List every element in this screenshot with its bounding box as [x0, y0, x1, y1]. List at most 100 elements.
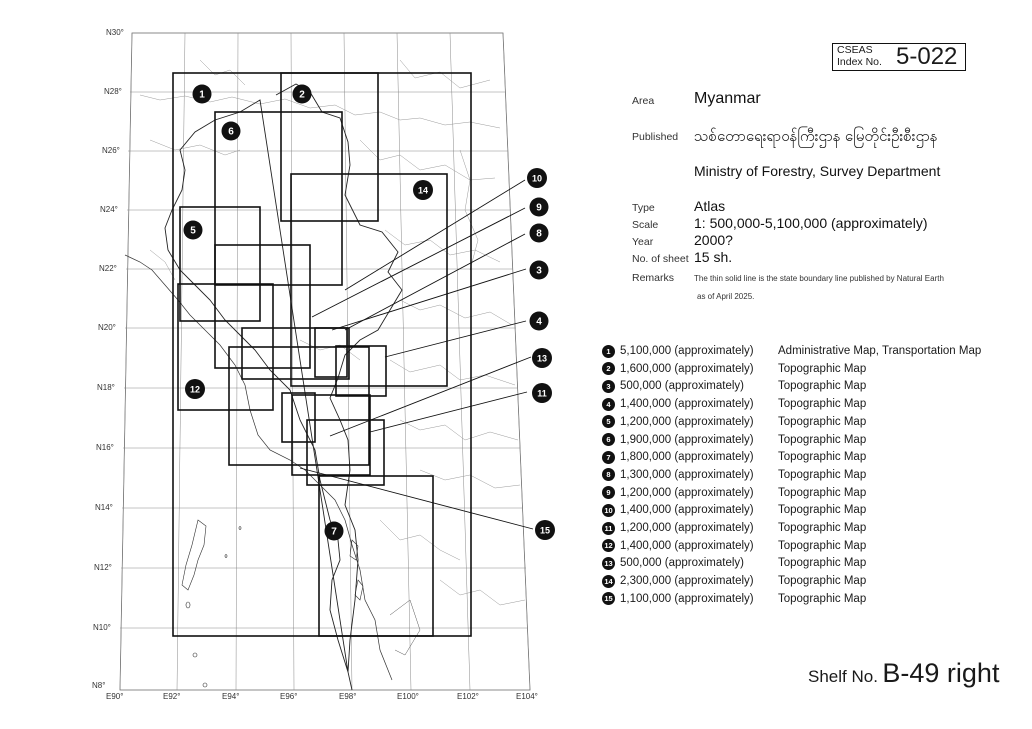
lon-label: E104° [516, 692, 538, 701]
legend-scale: 1,400,000 (approximately) [620, 504, 754, 517]
sheet-7-extent [318, 475, 434, 637]
myanmar-boundary [164, 83, 403, 691]
index-rectangles [172, 72, 472, 637]
lon-label: E102° [457, 692, 479, 701]
legend-number-icon: 2 [602, 362, 615, 376]
map-marker-13: 13 [532, 348, 552, 368]
legend-scale: 1,200,000 (approximately) [620, 415, 754, 428]
legend-map-type: Topographic Map [778, 362, 867, 375]
legend-map-type: Topographic Map [778, 504, 867, 517]
legend-scale: 500,000 (approximately) [620, 557, 745, 570]
legend-scale: 1,400,000 (approximately) [620, 539, 754, 552]
lon-label: E98° [339, 692, 357, 701]
legend-number-icon: 7 [602, 450, 615, 464]
legend-map-type: Topographic Map [778, 592, 867, 605]
map-markers: 1 2 6 14 5 12 7 10 9 8 3 4 13 11 15 [183, 84, 555, 541]
lon-label: E90° [106, 692, 124, 701]
lat-label: N12° [94, 563, 112, 572]
legend-number-icon: 6 [602, 433, 615, 446]
svg-text:6: 6 [228, 127, 234, 138]
shelf-number: Shelf No. B-49 right [808, 658, 999, 689]
legend-scale: 1,200,000 (approximately) [620, 522, 754, 534]
legend-map-type: Topographic Map [778, 539, 867, 552]
map-marker-5: 5 [183, 220, 203, 240]
map-marker-8: 8 [529, 223, 549, 243]
lat-label: N28° [104, 87, 122, 96]
lon-label: E92° [163, 692, 181, 701]
legend-scale: 1,900,000 (approximately) [620, 433, 754, 446]
callout-lines [299, 179, 534, 530]
lat-label: N10° [93, 623, 111, 632]
legend-map-type: Administrative Map, Transportation Map [778, 345, 982, 357]
legend-number-icon: 13 [602, 556, 615, 570]
map-marker-9: 9 [529, 197, 549, 217]
legend-map-type: Topographic Map [778, 486, 867, 499]
legend-row: 11 1,200,000 (approximately) Topographic M… [602, 520, 866, 536]
legend-number-icon: 15 [602, 592, 615, 606]
svg-text:13: 13 [537, 354, 547, 364]
svg-text:9: 9 [536, 203, 542, 214]
published-english: Ministry of Forestry, Survey Department [694, 163, 941, 179]
lat-label: N8° [92, 681, 106, 690]
sheet-8-extent [228, 346, 370, 466]
svg-text:10: 10 [532, 174, 542, 184]
lat-label: N14° [95, 503, 113, 512]
legend-scale: 1,200,000 (approximately) [620, 486, 754, 499]
lon-label: E94° [222, 692, 240, 701]
lat-label: N20° [98, 323, 116, 332]
svg-text:14: 14 [418, 186, 428, 196]
legend-map-type: Topographic Map [778, 415, 867, 428]
legend-map-type: Topographic Map [778, 575, 867, 588]
svg-text:5: 5 [190, 226, 196, 237]
legend-scale: 1,400,000 (approximately) [620, 398, 754, 411]
legend-map-type: Topographic Map [778, 398, 867, 411]
type-value: Atlas [694, 198, 726, 214]
map-marker-10: 10 [527, 168, 547, 188]
map-marker-14: 14 [413, 180, 433, 200]
lat-label: N24° [100, 205, 118, 214]
sheet-11-extent [291, 394, 371, 476]
remarks-line-1: The thin solid line is the state boundar… [694, 274, 944, 283]
legend-number-icon: 5 [602, 415, 615, 429]
shelf-prefix: Shelf No. [808, 667, 878, 686]
legend-number-icon: 4 [602, 397, 615, 411]
remarks-line-2: as of April 2025. [697, 292, 755, 301]
map-marker-2: 2 [292, 84, 312, 104]
svg-text:1: 1 [199, 90, 205, 101]
sheet-5-extent [179, 206, 261, 322]
lat-label: N22° [99, 264, 117, 273]
legend-row: 10 1,400,000 (approximately) Topographic M… [602, 502, 866, 518]
legend-map-type: Topographic Map [778, 380, 867, 393]
map-marker-4: 4 [529, 311, 549, 331]
index-number: 5-022 [896, 43, 958, 70]
year-label: Year [632, 236, 654, 248]
sheet-4-extent [335, 345, 387, 397]
map-marker-7: 7 [324, 521, 344, 541]
legend-number-icon: 14 [602, 574, 615, 588]
sheet-9-extent [241, 327, 350, 380]
legend-number-icon: 10 [602, 503, 615, 517]
legend-map-type: Topographic Map [778, 522, 867, 534]
sheet-6-extent [214, 111, 343, 286]
svg-text:8: 8 [536, 229, 542, 240]
remarks-label: Remarks [632, 272, 675, 284]
map-marker-6: 6 [221, 121, 241, 141]
year-value: 2000? [694, 232, 733, 248]
area-label: Area [632, 95, 655, 107]
meridians [119, 32, 531, 691]
legend-number-icon: 11 [602, 521, 615, 535]
sheet-1-extent [172, 72, 472, 637]
index-org: CSEAS [837, 44, 873, 56]
sheet-15-extent [306, 419, 385, 486]
sheet-10-extent [214, 244, 311, 369]
